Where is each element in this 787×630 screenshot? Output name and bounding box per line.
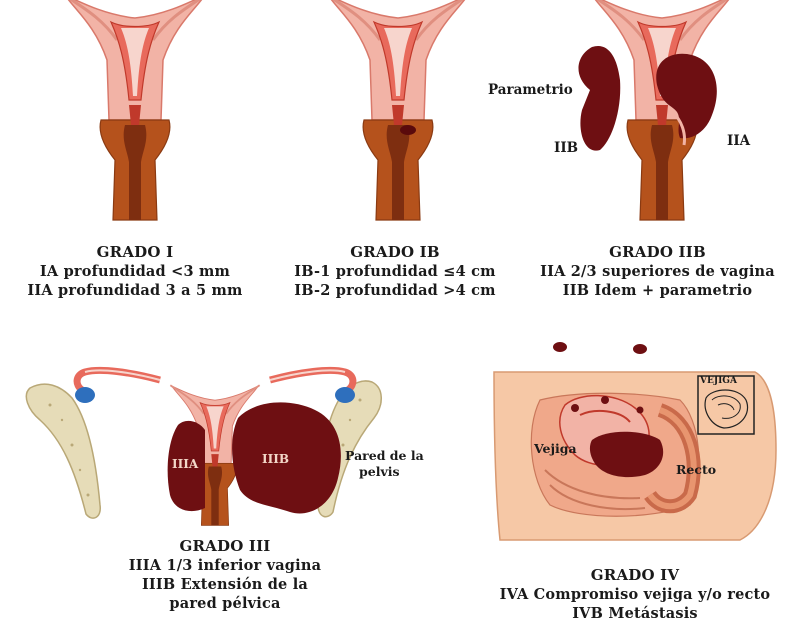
caption-grado-iii-line-2: IIIB Extensión de la xyxy=(100,575,350,594)
caption-grado-iv-line-1: IVA Compromiso vejiga y/o recto xyxy=(490,585,780,604)
label-pared-line-2: pelvis xyxy=(345,464,435,480)
tumor-parametrio xyxy=(578,46,620,151)
metastasis-dot-1 xyxy=(553,342,567,352)
label-vejiga-inset: VEJIGA xyxy=(700,376,737,386)
ovary-left xyxy=(75,387,95,403)
label-iiib: IIIB xyxy=(262,451,289,467)
label-pared-pelvis: Pared de la pelvis xyxy=(345,448,435,480)
label-pared-line-1: Pared de la xyxy=(345,448,435,464)
caption-grado-iii-line-3: pared pélvica xyxy=(100,594,350,613)
label-recto: Recto xyxy=(676,462,716,478)
ovary-right xyxy=(335,387,355,403)
caption-grado-iii-line-1: IIIA 1/3 inferior vagina xyxy=(100,556,350,575)
label-iia: IIA xyxy=(727,133,750,149)
uterus-diagram-grado-ib xyxy=(326,0,470,220)
caption-grado-ib-title: GRADO IB xyxy=(270,243,520,262)
caption-grado-iv: GRADO IV IVA Compromiso vejiga y/o recto… xyxy=(490,566,780,623)
uterus-diagram-grado-iib xyxy=(578,0,734,220)
caption-grado-iib-line-1: IIA 2/3 superiores de vagina xyxy=(528,262,787,281)
label-parametrio: Parametrio xyxy=(488,82,573,98)
caption-grado-i-line-1: IA profundidad <3 mm xyxy=(0,262,270,281)
caption-grado-iii: GRADO III IIIA 1/3 inferior vagina IIIB … xyxy=(100,537,350,613)
caption-grado-ib-line-2: IB-2 profundidad >4 cm xyxy=(270,281,520,300)
pelvic-bone-left xyxy=(26,384,100,518)
metastasis-dot-2 xyxy=(633,344,647,354)
caption-grado-ib: GRADO IB IB-1 profundidad ≤4 cm IB-2 pro… xyxy=(270,243,520,300)
caption-grado-ib-line-1: IB-1 profundidad ≤4 cm xyxy=(270,262,520,281)
uterus-diagram-grado-i xyxy=(63,0,207,220)
caption-grado-i-line-2: IIA profundidad 3 a 5 mm xyxy=(0,281,270,300)
pelvis-diagram-grado-iii xyxy=(26,370,381,525)
label-vejiga: Vejiga xyxy=(534,441,577,457)
caption-grado-iib-line-2: IIB Idem + parametrio xyxy=(528,281,787,300)
caption-grado-i: GRADO I IA profundidad <3 mm IIA profund… xyxy=(0,243,270,300)
caption-grado-iv-title: GRADO IV xyxy=(490,566,780,585)
fallopian-tube-left xyxy=(77,370,160,390)
label-iib: IIB xyxy=(554,140,578,156)
caption-grado-iib: GRADO IIB IIA 2/3 superiores de vagina I… xyxy=(528,243,787,300)
caption-grado-i-title: GRADO I xyxy=(0,243,270,262)
caption-grado-iii-title: GRADO III xyxy=(100,537,350,556)
fallopian-tube-right xyxy=(270,370,353,390)
caption-grado-iib-title: GRADO IIB xyxy=(528,243,787,262)
tumor-ib xyxy=(400,125,416,135)
label-iiia: IIIA xyxy=(172,456,198,472)
caption-grado-iv-line-2: IVB Metástasis xyxy=(490,604,780,623)
